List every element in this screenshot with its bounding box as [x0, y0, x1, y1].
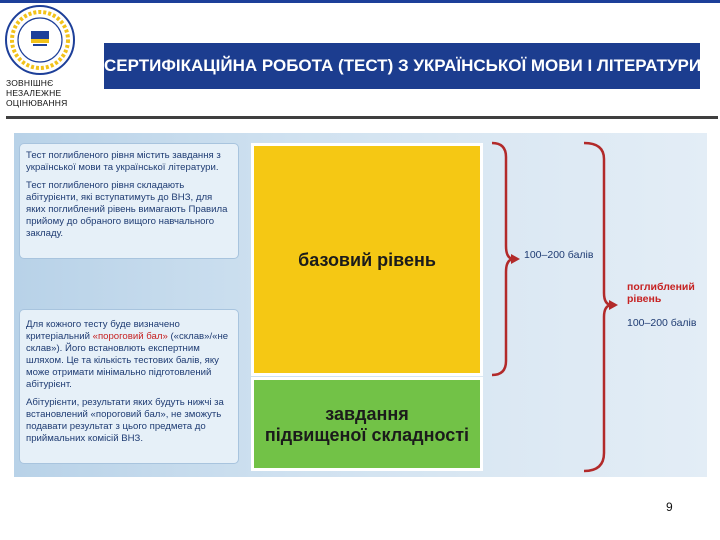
basic-level-box: базовий рівень — [251, 143, 483, 376]
deep-score-label: 100–200 балів — [627, 317, 697, 329]
threshold-score-term: «пороговий бал» — [92, 331, 168, 342]
brackets-graphic — [491, 141, 618, 473]
deep-bracket-icon — [583, 141, 613, 473]
basic-level-label: базовий рівень — [298, 250, 436, 270]
title-banner: СЕРТИФІКАЦІЙНА РОБОТА (ТЕСТ) З УКРАЇНСЬК… — [104, 43, 702, 89]
note-top: Тест поглибленого рівня містить завдання… — [19, 143, 239, 259]
note-top-paragraph-2: Тест поглибленого рівня складають абітур… — [26, 180, 228, 239]
advanced-tasks-label: завдання підвищеної складності — [254, 404, 480, 446]
advanced-tasks-box: завдання підвищеної складності — [251, 377, 483, 471]
basic-score-label: 100–200 балів — [524, 249, 594, 261]
page-number: 9 — [666, 500, 673, 514]
org-line-3: ОЦІНЮВАННЯ — [6, 98, 68, 108]
org-line-1: ЗОВНІШНЄ — [6, 78, 54, 88]
deep-arrow-icon — [609, 300, 618, 310]
basic-arrow-icon — [511, 254, 520, 264]
note-bottom-paragraph-1: Для кожного тесту буде визначено критері… — [26, 319, 232, 391]
deep-level-label: поглиблений рівень — [627, 281, 695, 305]
top-border — [0, 0, 720, 3]
note-bottom-paragraph-2: Абітурієнти, результати яких будуть нижч… — [26, 397, 224, 444]
note-bottom: Для кожного тесту буде визначено критері… — [19, 309, 239, 464]
deep-level-line-1: поглиблений — [627, 281, 695, 293]
org-line-2: НЕЗАЛЕЖНЕ — [6, 88, 62, 98]
banner-title: СЕРТИФІКАЦІЙНА РОБОТА (ТЕСТ) З УКРАЇНСЬК… — [104, 56, 702, 75]
zno-logo-icon — [5, 5, 75, 75]
header-divider — [6, 116, 718, 119]
infographic: Тест поглибленого рівня містить завдання… — [14, 133, 707, 477]
note-bottom-text-b: («склав»/«не склав»). Його встановлють е… — [26, 331, 229, 390]
note-bottom-text-a: Для кожного тесту буде визначено критері… — [26, 319, 180, 342]
deep-level-line-2: рівень — [627, 293, 662, 305]
advanced-label-line-1: завдання — [325, 404, 409, 424]
org-name: ЗОВНІШНЄ НЕЗАЛЕЖНЕ ОЦІНЮВАННЯ — [6, 78, 67, 108]
basic-bracket-icon — [491, 141, 515, 377]
advanced-label-line-2: підвищеної складності — [264, 425, 470, 445]
note-top-paragraph-1: Тест поглибленого рівня містить завдання… — [26, 150, 221, 173]
